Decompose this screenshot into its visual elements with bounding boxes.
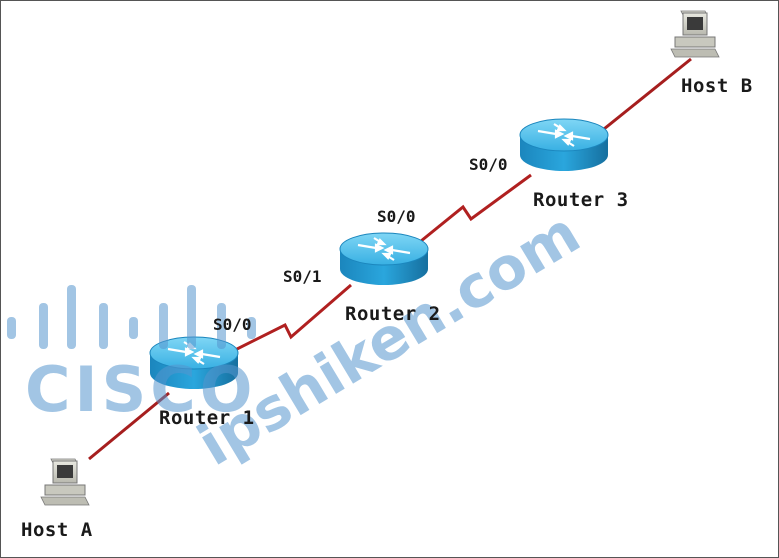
router-1-label: Router 1 xyxy=(159,407,255,429)
router-1-icon xyxy=(149,336,239,389)
router-2-interface-s0-1-label: S0/1 xyxy=(283,267,322,286)
cisco-logo-bars-icon xyxy=(7,285,256,349)
link-host-a-router-1 xyxy=(88,391,170,461)
router-2-icon xyxy=(339,232,429,285)
router-3-icon xyxy=(519,118,609,171)
router-3-label: Router 3 xyxy=(533,189,629,211)
link-router-3-host-b xyxy=(598,57,692,135)
host-a-label: Host A xyxy=(21,519,93,541)
router-2-interface-s0-0-label: S0/0 xyxy=(377,207,416,226)
router-3-interface-label: S0/0 xyxy=(469,155,508,174)
links xyxy=(88,57,692,461)
host-b-label: Host B xyxy=(681,75,753,97)
host-a-icon xyxy=(40,458,90,506)
cisco-watermark-text: CISCO xyxy=(25,353,257,426)
serial-link-router-2-router-3 xyxy=(420,173,532,243)
router-2-label: Router 2 xyxy=(345,303,441,325)
serial-link-router-1-router-2 xyxy=(228,283,352,355)
router-1-interface-label: S0/0 xyxy=(213,315,252,334)
host-b-icon xyxy=(670,10,720,58)
